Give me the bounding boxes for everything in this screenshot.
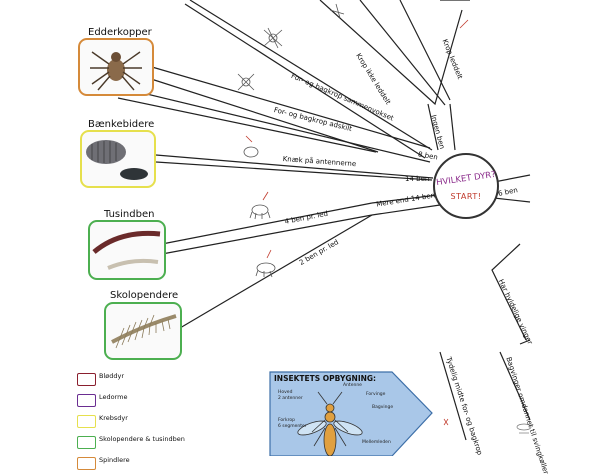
tusindben-box <box>88 220 166 280</box>
legend-item: Krebsdyr <box>77 412 247 433</box>
legend-item: Spindlere <box>77 454 247 475</box>
skolopendere-box <box>104 302 182 360</box>
insect-panel-title: INSEKTETS OPBYGNING: <box>274 374 377 383</box>
centipede-icon <box>111 314 177 349</box>
category-label-baenkebidere: Bænkebidere <box>88 119 155 130</box>
legend-swatch <box>77 457 96 470</box>
part-label: Antenne <box>343 383 362 388</box>
legend-swatch <box>77 373 96 386</box>
identification-key-diagram: Edderkopper Bænkebidere Tusindben Skolop… <box>77 0 550 475</box>
insect-sketch <box>297 391 363 456</box>
edderkopper-box <box>78 38 154 96</box>
start-title: HVILKET DYR? <box>435 169 497 189</box>
part-label: 2 antenner <box>278 396 303 401</box>
category-label-skolopendere: Skolopendere <box>110 290 179 301</box>
baenkebidere-box <box>80 130 156 188</box>
part-label: Forkrop <box>278 418 295 423</box>
branch-lines <box>117 0 532 456</box>
legend-swatch <box>77 436 96 449</box>
legend: Bløddyr Ledorme Krebsdyr Skolopendere & … <box>77 370 247 475</box>
part-label: Bagvinge <box>372 405 394 410</box>
woodlouse-icon <box>86 140 148 180</box>
sketch-icons <box>237 3 469 278</box>
legend-swatch <box>77 394 96 407</box>
category-label-edderkopper: Edderkopper <box>88 27 152 38</box>
legend-item: Skolopendere & tusindben <box>77 433 247 454</box>
millipede-icon <box>92 230 161 270</box>
legend-item: Ledorme <box>77 391 247 412</box>
legend-label: Ledorme <box>99 393 128 401</box>
legend-item: Bløddyr <box>77 370 247 391</box>
legend-label: Bløddyr <box>99 372 125 380</box>
legend-swatch <box>77 415 96 428</box>
legend-label: Skolopendere & tusindben <box>99 435 185 443</box>
part-label: 6 segmenter <box>278 424 307 429</box>
start-subtitle: START! <box>450 192 482 201</box>
legend-label: Spindlere <box>99 456 130 464</box>
start-circle[interactable]: HVILKET DYR? START! <box>433 153 499 219</box>
part-label: Mellemleden <box>362 440 391 445</box>
branch-label-14-ben: 14 ben <box>405 175 430 183</box>
spider-icon <box>90 51 142 91</box>
category-label-tusindben: Tusindben <box>104 209 155 220</box>
part-label: Hoved <box>278 390 293 395</box>
legend-label: Krebsdyr <box>99 414 128 422</box>
part-label: Forvinge <box>366 392 386 397</box>
